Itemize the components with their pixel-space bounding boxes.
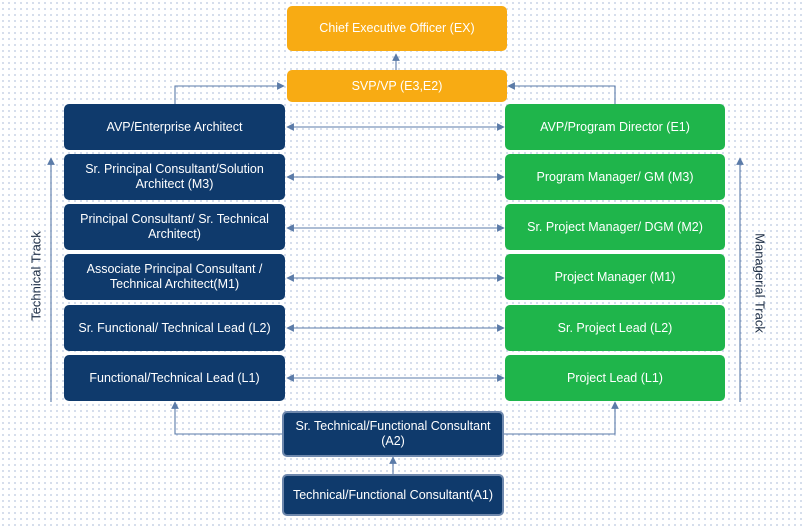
tech-level-m3: Sr. Principal Consultant/Solution Archit… <box>64 154 285 200</box>
mgr-level-label: Project Lead (L1) <box>567 370 663 385</box>
svp-label: SVP/VP (E3,E2) <box>351 78 443 93</box>
svp-box: SVP/VP (E3,E2) <box>287 70 507 102</box>
tech-level-m2: Principal Consultant/ Sr. Technical Arch… <box>64 204 285 250</box>
mgr-level-m2: Sr. Project Manager/ DGM (M2) <box>505 204 725 250</box>
managerial-track-label: Managerial Track <box>752 233 768 333</box>
tech-level-l2: Sr. Functional/ Technical Lead (L2) <box>64 305 285 351</box>
mgr-level-l1: Project Lead (L1) <box>505 355 725 401</box>
technical-track-label: Technical Track <box>28 231 44 321</box>
a2-label: Sr. Technical/Functional Consultant (A2) <box>295 419 491 448</box>
tech-level-label: Principal Consultant/ Sr. Technical Arch… <box>80 212 269 241</box>
a2-box: Sr. Technical/Functional Consultant (A2) <box>282 411 504 457</box>
tech-level-label: Associate Principal Consultant / Technic… <box>86 262 263 291</box>
tech-level-label: Functional/Technical Lead (L1) <box>89 370 260 385</box>
mgr-level-label: AVP/Program Director (E1) <box>540 119 690 134</box>
mgr-level-l2: Sr. Project Lead (L2) <box>505 305 725 351</box>
tech-level-label: AVP/Enterprise Architect <box>106 119 243 134</box>
a2-to-mgr-arrow <box>502 401 619 435</box>
a2-to-tech-arrow <box>171 401 282 435</box>
tech-level-l1: Functional/Technical Lead (L1) <box>64 355 285 401</box>
mgr-level-label: Sr. Project Lead (L2) <box>557 320 673 335</box>
tech-level-label: Sr. Principal Consultant/Solution Archit… <box>85 162 264 191</box>
ceo-label: Chief Executive Officer (EX) <box>319 21 475 35</box>
mgr-level-m1: Project Manager (M1) <box>505 254 725 300</box>
mgr-level-m3: Program Manager/ GM (M3) <box>505 154 725 200</box>
mgr-level-label: Program Manager/ GM (M3) <box>536 169 694 184</box>
mgr-level-e1: AVP/Program Director (E1) <box>505 104 725 150</box>
tech-level-label: Sr. Functional/ Technical Lead (L2) <box>78 320 271 335</box>
mgr-to-svp-arrow <box>507 82 616 104</box>
a1-box: Technical/Functional Consultant(A1) <box>282 474 504 516</box>
tech-to-svp-arrow <box>174 82 285 104</box>
mgr-level-label: Project Manager (M1) <box>554 269 676 284</box>
mgr-level-label: Sr. Project Manager/ DGM (M2) <box>527 219 703 234</box>
tech-level-avp: AVP/Enterprise Architect <box>64 104 285 150</box>
ceo-box: Chief Executive Officer (EX) <box>287 6 507 51</box>
tech-level-m1: Associate Principal Consultant / Technic… <box>64 254 285 300</box>
a1-label: Technical/Functional Consultant(A1) <box>292 487 494 502</box>
